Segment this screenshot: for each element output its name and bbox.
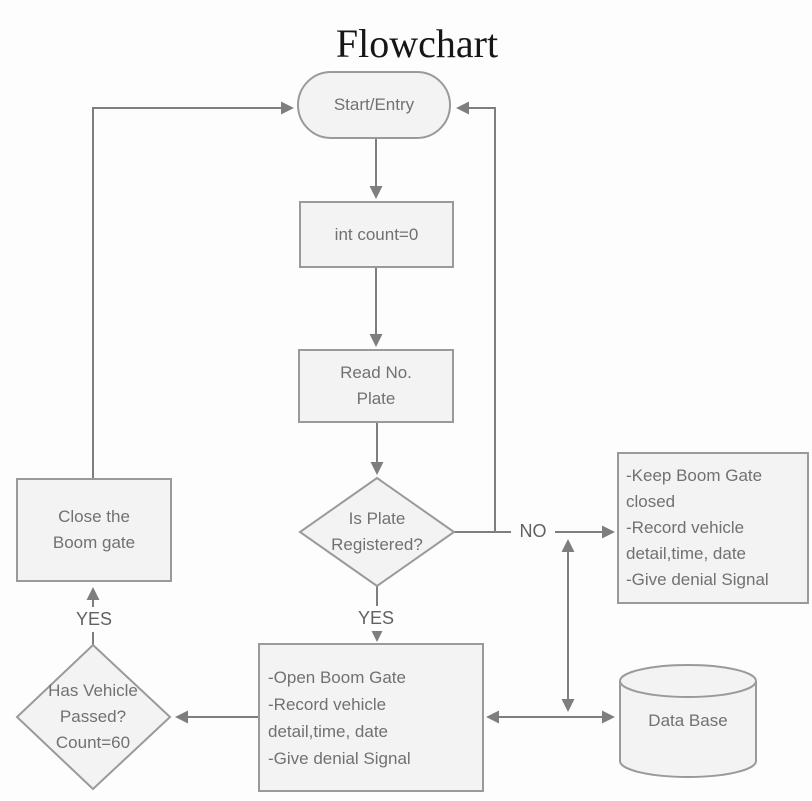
deny-node-label: -Keep Boom Gate closed -Record vehicle d… <box>626 466 769 589</box>
read-node-label: Read No. Plate <box>340 363 412 408</box>
deny-node-shape <box>617 452 809 604</box>
start-node-shape <box>297 71 451 139</box>
passed-decision-label: Has Vehicle Passed? Count=60 <box>48 681 138 752</box>
init-node-shape <box>299 201 454 268</box>
close-node-label: Close the Boom gate <box>52 507 136 552</box>
edge-close-return-to-start <box>92 101 294 479</box>
database-node-label: Data Base <box>648 711 728 730</box>
passed-decision-shape <box>15 643 172 791</box>
init-node-label: int count=0 <box>334 224 419 244</box>
plate-decision-shape <box>298 476 456 588</box>
plate-decision-label: Is Plate Registered? <box>331 509 423 554</box>
read-node-shape <box>298 349 454 423</box>
open-node-shape <box>258 643 484 792</box>
edge-label-yes-plate: YES <box>351 606 401 631</box>
edge-label-yes-passed: YES <box>68 607 120 632</box>
database-cylinder-top <box>619 664 757 698</box>
edge-no-branch-return-to-start <box>456 101 496 532</box>
close-node-shape <box>16 478 172 582</box>
database-cylinder-body <box>619 681 757 778</box>
diagram-title: Flowchart <box>335 20 499 66</box>
start-node-label: Start/Entry <box>333 95 415 114</box>
open-node-label: -Open Boom Gate -Record vehicle detail,t… <box>268 668 411 768</box>
edge-label-no: NO <box>511 519 555 544</box>
